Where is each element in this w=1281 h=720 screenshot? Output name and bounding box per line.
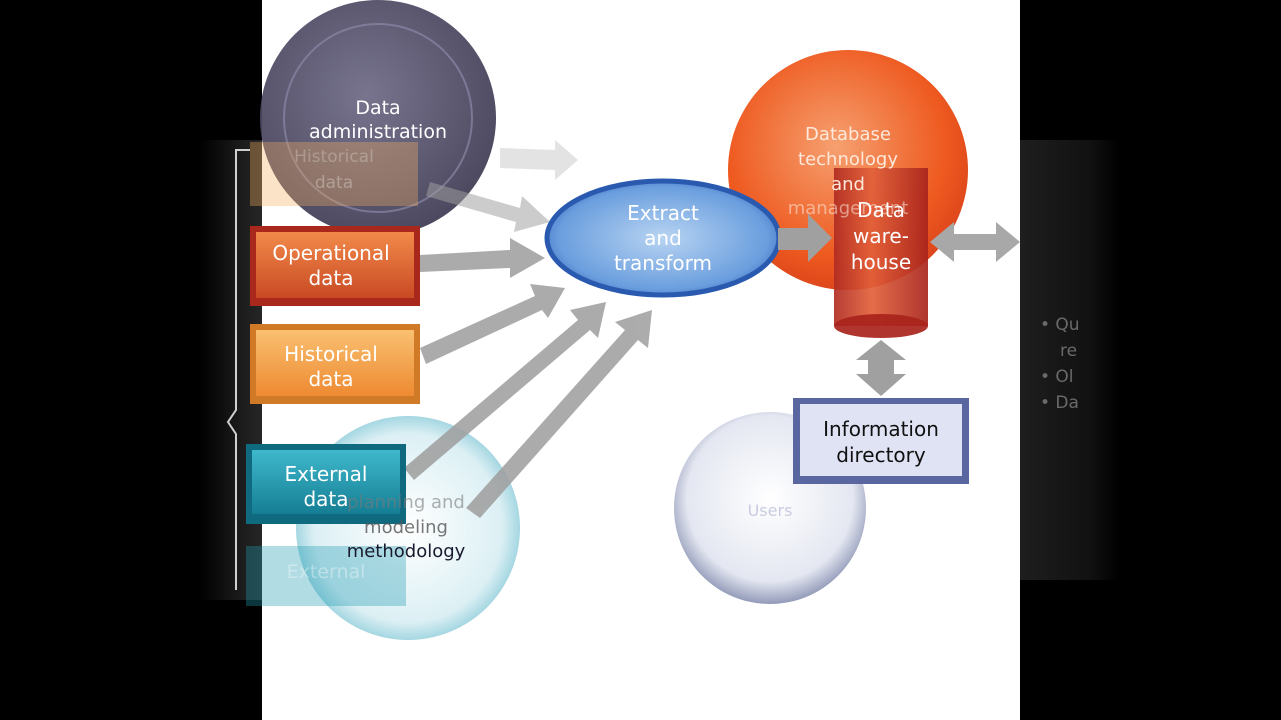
- label-planning-3: methodology: [347, 541, 466, 562]
- arrow-warehouse-to-directory: [856, 340, 906, 396]
- label-data-warehouse-3: house: [851, 250, 911, 274]
- historical-data-box: [250, 324, 420, 404]
- ghost-right-bullets: • Qu re • Ol • Da: [1040, 312, 1100, 416]
- data-administration-inner-ring: [283, 23, 473, 213]
- label-operational-data-1: Operational: [272, 241, 389, 265]
- ghost-label-behind-admin-1: Historical: [294, 147, 374, 167]
- data-administration-circle: [260, 0, 496, 236]
- label-external-data-1: External: [285, 462, 368, 486]
- arrow-admin-to-extract: [426, 182, 550, 232]
- label-extract-1: Extract: [627, 201, 699, 225]
- ghost-box-behind-admin: [250, 142, 418, 206]
- ghost-bullet-1: • Qu: [1040, 315, 1080, 335]
- ghost-arrow-top: [500, 140, 578, 180]
- label-information-directory-2: directory: [836, 443, 926, 467]
- ghost-bullet-1-cont: re: [1060, 341, 1078, 361]
- label-data-administration-2: administration: [309, 121, 447, 143]
- label-database-technology-2: technology: [798, 149, 898, 170]
- label-database-technology-1: Database: [805, 124, 891, 145]
- ghost-bullet-2: • Ol: [1040, 367, 1074, 387]
- arrow-planning-to-extract: [466, 310, 652, 518]
- ghost-label-external: External: [287, 561, 366, 583]
- label-information-directory-1: Information: [823, 417, 939, 441]
- arrow-extract-to-warehouse: [778, 214, 832, 262]
- label-data-warehouse-1: Data: [857, 198, 905, 222]
- arrow-external-to-extract: [404, 302, 606, 480]
- ghost-bullet-3: • Da: [1040, 393, 1079, 413]
- label-data-warehouse-2: ware-: [853, 224, 909, 248]
- ghost-label-behind-admin-2: data: [315, 173, 353, 193]
- left-bracket: [226, 149, 250, 590]
- operational-data-box: [250, 226, 420, 306]
- label-planning-1: planning and: [347, 492, 465, 513]
- frame-right: [1120, 0, 1281, 720]
- information-directory-box: [793, 398, 969, 484]
- label-database-technology-4: management: [788, 198, 909, 219]
- label-operational-data-2: data: [308, 266, 353, 290]
- label-data-administration-1: Data: [355, 97, 400, 119]
- arrow-historical-to-extract: [420, 284, 565, 364]
- label-extract-2: and: [644, 226, 682, 250]
- frame-left: [0, 0, 200, 720]
- ghost-external-box: [246, 546, 406, 606]
- label-external-data-2: data: [303, 487, 348, 511]
- source-arrows: [404, 182, 652, 518]
- external-data-box: [246, 444, 406, 524]
- label-database-technology-3: and: [831, 174, 865, 195]
- label-extract-3: transform: [614, 251, 712, 275]
- label-planning-2: modeling: [364, 517, 448, 538]
- right-shadow-panel: [1020, 140, 1120, 580]
- data-warehouse-body: [834, 168, 928, 326]
- data-warehouse-base: [834, 314, 928, 338]
- label-users: Users: [748, 501, 793, 520]
- arrow-operational-to-extract: [420, 238, 545, 278]
- label-historical-data-1: Historical: [284, 342, 378, 366]
- label-historical-data-2: data: [308, 367, 353, 391]
- arrow-warehouse-to-users: [930, 222, 1020, 262]
